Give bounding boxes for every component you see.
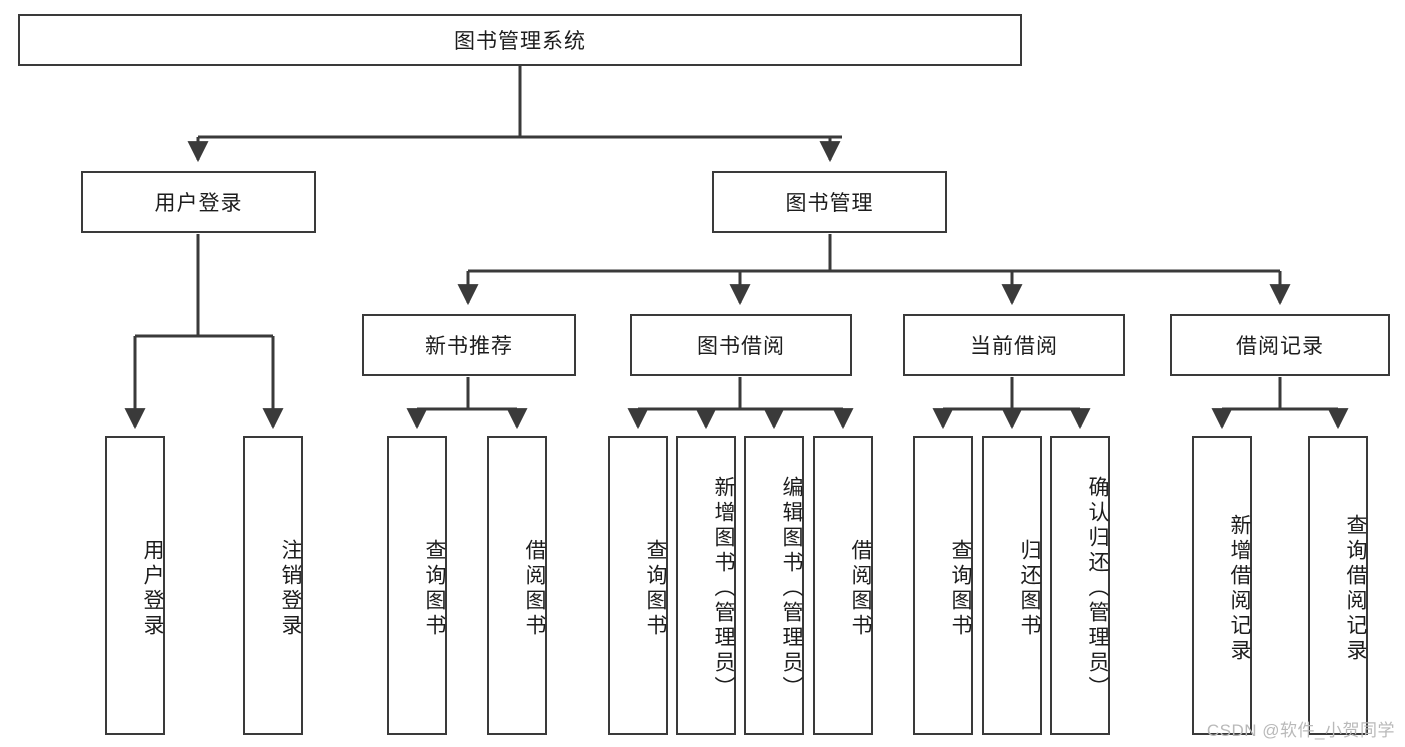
leaf-borrow-query-book[interactable]: 查询图书 [608, 436, 668, 735]
node-book-management[interactable]: 图书管理 [712, 171, 947, 233]
leaf-label: 新增借阅记录 [1228, 513, 1251, 664]
node-user-login[interactable]: 用户登录 [81, 171, 316, 233]
leaf-current-confirm-return-admin[interactable]: 确认归还（管理员） [1050, 436, 1110, 735]
leaf-label: 查询图书 [423, 538, 446, 639]
node-user-login-label: 用户登录 [154, 192, 243, 215]
leaf-current-return-book[interactable]: 归还图书 [982, 436, 1042, 735]
leaf-current-query-book[interactable]: 查询图书 [913, 436, 973, 735]
leaf-label: 编辑图书（管理员） [780, 476, 803, 701]
node-borrow-record-label: 借阅记录 [1236, 335, 1324, 358]
node-borrow-record[interactable]: 借阅记录 [1170, 314, 1390, 376]
leaf-label: 查询图书 [949, 538, 972, 639]
leaf-label: 确认归还（管理员） [1086, 476, 1109, 701]
node-current-borrow-label: 当前借阅 [970, 335, 1058, 358]
leaf-borrow-borrow-book[interactable]: 借阅图书 [813, 436, 873, 735]
leaf-label: 用户登录 [141, 538, 164, 639]
node-book-management-label: 图书管理 [785, 192, 874, 215]
leaf-label: 归还图书 [1018, 538, 1041, 639]
leaf-label: 查询借阅记录 [1344, 513, 1367, 664]
node-book-borrow[interactable]: 图书借阅 [630, 314, 852, 376]
leaf-user-login-logout[interactable]: 注销登录 [243, 436, 303, 735]
leaf-borrow-edit-book-admin[interactable]: 编辑图书（管理员） [744, 436, 804, 735]
leaf-record-query-record[interactable]: 查询借阅记录 [1308, 436, 1368, 735]
leaf-label: 借阅图书 [523, 538, 546, 639]
leaf-recommend-query-book[interactable]: 查询图书 [387, 436, 447, 735]
leaf-user-login-login[interactable]: 用户登录 [105, 436, 165, 735]
node-book-borrow-label: 图书借阅 [697, 335, 785, 358]
node-current-borrow[interactable]: 当前借阅 [903, 314, 1125, 376]
node-new-book-recommend-label: 新书推荐 [425, 335, 513, 358]
leaf-label: 查询图书 [644, 538, 667, 639]
leaf-recommend-borrow-book[interactable]: 借阅图书 [487, 436, 547, 735]
leaf-label: 注销登录 [279, 538, 302, 639]
node-root-label: 图书管理系统 [454, 30, 586, 53]
node-root[interactable]: 图书管理系统 [18, 14, 1022, 66]
leaf-record-add-record[interactable]: 新增借阅记录 [1192, 436, 1252, 735]
leaf-borrow-add-book-admin[interactable]: 新增图书（管理员） [676, 436, 736, 735]
leaf-label: 新增图书（管理员） [712, 476, 735, 701]
leaf-label: 借阅图书 [849, 538, 872, 639]
node-new-book-recommend[interactable]: 新书推荐 [362, 314, 576, 376]
